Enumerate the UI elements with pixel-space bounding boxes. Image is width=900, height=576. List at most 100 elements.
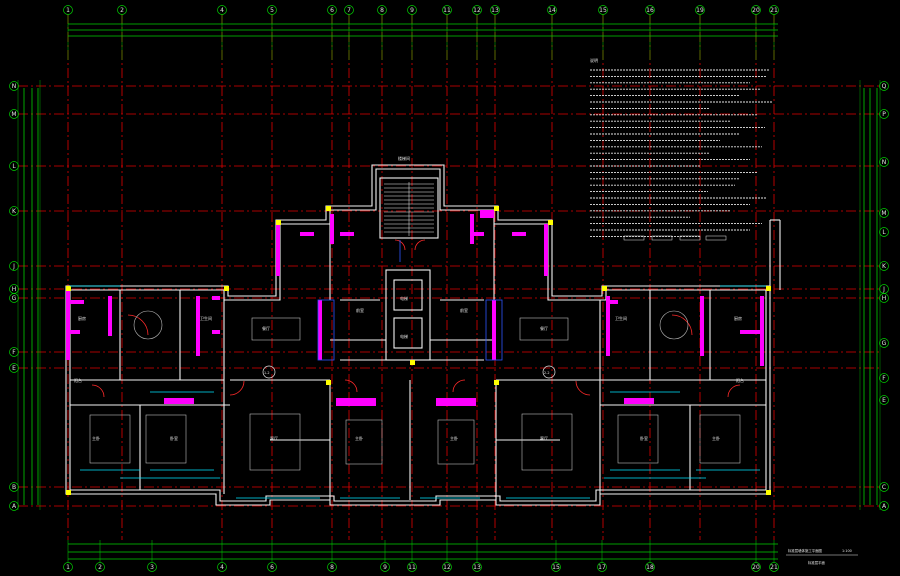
room-label: 主卧 [355, 435, 363, 441]
axis-label: J [12, 263, 15, 270]
note-box [705, 235, 727, 241]
axis-bubble [9, 81, 19, 91]
axis-label: 21 [770, 7, 778, 14]
axis-bubble [879, 109, 889, 119]
axis-label: N [12, 83, 17, 90]
axis-bubble [751, 5, 761, 15]
room-label: 卧室 [170, 435, 178, 441]
axis-label: Q [882, 83, 887, 90]
note-box [679, 235, 701, 241]
axis-label: 4 [220, 564, 224, 571]
axis-bubble [344, 5, 354, 15]
axis-bubble [9, 501, 19, 511]
axis-bubble [267, 5, 277, 15]
grey-furniture [89, 310, 741, 471]
axis-bubble [9, 293, 19, 303]
axis-bubble [695, 5, 705, 15]
axis-bubble [407, 562, 417, 572]
axis-bubble [598, 5, 608, 15]
sheet-label: 标准层平面 [808, 560, 826, 565]
room-label: 电梯 [400, 295, 408, 301]
dimension-lines [23, 23, 878, 560]
axis-label: 4 [220, 7, 224, 14]
axis-bubble [879, 208, 889, 218]
unit-markers: 1-2 2-2 [262, 365, 556, 379]
room-labels: 主卧 卧室 客厅 客厅 餐厅 餐厅 厨房 厨房 卫生间 卫生间 阳台 阳台 电梯… [74, 155, 744, 441]
axis-label: 15 [599, 7, 607, 14]
axis-label: H [12, 286, 17, 293]
axis-label: B [12, 484, 16, 491]
axis-bubble [879, 338, 889, 348]
axis-bubble [879, 227, 889, 237]
axis-bubble [472, 5, 482, 15]
axis-label: 12 [473, 7, 481, 14]
axis-label: 6 [330, 7, 334, 14]
note-box [623, 235, 645, 241]
axis-label: 1 [66, 564, 70, 571]
room-label: 电梯 [400, 333, 408, 339]
axis-bubble [769, 5, 779, 15]
windows [70, 285, 766, 499]
axis-label: 9 [383, 564, 387, 571]
room-label: 餐厅 [262, 325, 270, 331]
axis-label: E [12, 365, 16, 372]
axis-label: A [12, 503, 17, 510]
axis-label: P [882, 111, 886, 118]
axis-label: G [882, 340, 887, 347]
axis-label: 9 [410, 7, 414, 14]
axis-label: 8 [380, 7, 384, 14]
shear-walls [66, 210, 764, 406]
room-label: 卧室 [640, 435, 648, 441]
axis-bubble [879, 261, 889, 271]
axis-label: E [882, 397, 886, 404]
room-label: 前室 [356, 307, 364, 313]
notes-heading: 说明 [590, 57, 598, 63]
unit-label: 1-2 [264, 371, 270, 375]
room-label: 客厅 [270, 435, 278, 441]
axis-label: K [882, 263, 887, 270]
axis-bubble [9, 161, 19, 171]
slab-edges [317, 240, 503, 361]
axis-label: 1 [66, 7, 70, 14]
axis-label: M [881, 210, 886, 217]
stair [384, 182, 434, 236]
axis-label: 21 [770, 564, 778, 571]
axis-label: M [11, 111, 16, 118]
axis-label: 6 [270, 564, 274, 571]
axis-label: J [882, 286, 885, 293]
room-label: 卫生间 [615, 315, 627, 321]
axis-label: 12 [443, 564, 451, 571]
axis-bubble [442, 562, 452, 572]
axis-bubble [95, 562, 105, 572]
axis-label: 17 [598, 564, 606, 571]
axis-bubble [327, 562, 337, 572]
axis-label: 20 [752, 564, 760, 571]
columns [66, 206, 771, 495]
axis-bubble [9, 363, 19, 373]
axis-label: F [12, 349, 16, 356]
axis-bubble [9, 109, 19, 119]
axis-bubble [442, 5, 452, 15]
axis-bubble [147, 562, 157, 572]
axis-label: A [882, 503, 887, 510]
axis-label: 18 [646, 564, 654, 571]
room-label: 厨房 [734, 315, 742, 321]
drawing-title: 标准层墙体施工平面图 [788, 548, 823, 553]
axis-label: 3 [150, 564, 154, 571]
axis-bubble [217, 562, 227, 572]
axis-bubble [547, 5, 557, 15]
axis-bubble [879, 293, 889, 303]
doors [91, 239, 741, 398]
axis-bubble [879, 81, 889, 91]
axis-bubble [472, 562, 482, 572]
axis-label: G [12, 295, 17, 302]
axis-label: 2 [98, 564, 102, 571]
room-label: 前室 [460, 307, 468, 313]
axis-bubble [879, 501, 889, 511]
axis-label: 13 [473, 564, 481, 571]
axis-bubble [551, 562, 561, 572]
room-label: 餐厅 [540, 325, 548, 331]
axis-bubble [9, 261, 19, 271]
axis-bubble [879, 482, 889, 492]
